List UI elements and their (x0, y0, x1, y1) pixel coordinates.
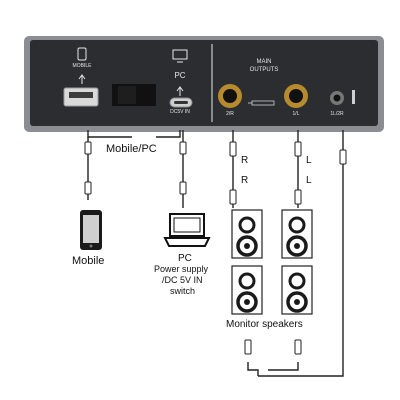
monitor-speakers-label: Monitor speakers (226, 319, 303, 330)
r-label-top: R (241, 155, 249, 166)
pc-label: PC (178, 253, 192, 264)
r-label-bottom: R (241, 175, 249, 186)
pc-port-sublabel: DC5V IN (170, 109, 190, 115)
l-label-top: L (306, 155, 312, 166)
connectors (84, 141, 347, 355)
trs-jack-right-icon (218, 84, 242, 108)
usb-c-port-icon (169, 97, 193, 108)
arrow-up-icon (78, 74, 86, 84)
phone-glyph-icon (77, 47, 87, 61)
power-switch-icon (112, 84, 156, 106)
monitor-speaker-icon (281, 209, 313, 259)
output-right-label: 2/R (226, 111, 234, 117)
plug-glyph-icon (248, 100, 275, 106)
mobile-phone-icon (80, 210, 102, 250)
mobile-label: Mobile (72, 255, 105, 267)
monitor-speaker-icon (231, 265, 263, 315)
l-label-bottom: L (306, 175, 312, 186)
output-left-label: 1/L (292, 111, 300, 117)
headphone-jack-icon (330, 91, 344, 105)
arrow-up-icon (176, 86, 184, 96)
pc-port-label: PC (174, 71, 186, 80)
monitor-speaker-icon (281, 265, 313, 315)
pc-power-label: Power supply (154, 264, 209, 274)
laptop-icon (163, 213, 211, 247)
mobile-port-label: MOBILE (72, 63, 92, 69)
monitor-speaker-icon (231, 209, 263, 259)
pc-switch-label: switch (170, 286, 196, 296)
audio-interface-rear-panel (24, 36, 384, 132)
pc-monitor-glyph-icon (172, 49, 188, 63)
usb-a-port-icon (63, 87, 99, 107)
main-outputs-label: MAIN OUTPUTS (249, 59, 279, 73)
pc-dc-label: /DC 5V IN (162, 275, 203, 285)
headphone-label: 1L/2R (330, 111, 344, 117)
trs-jack-left-icon (284, 84, 308, 108)
headphone-glyph-icon (352, 90, 355, 104)
mobile-pc-label: Mobile/PC (106, 143, 157, 155)
